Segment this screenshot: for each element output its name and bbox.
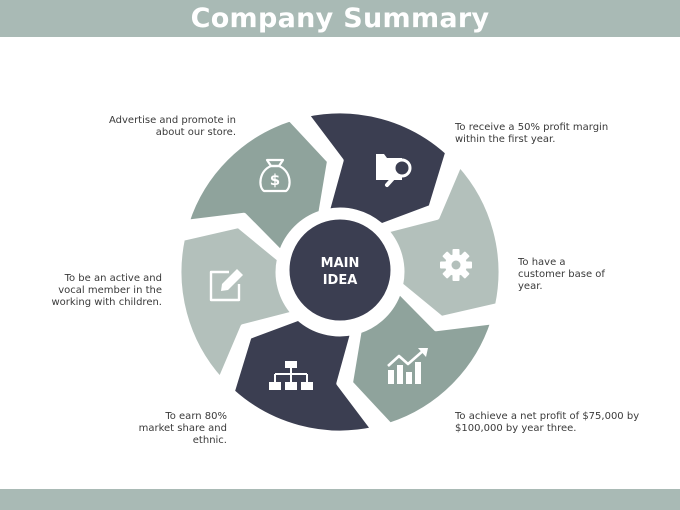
- footer-bar: [0, 489, 680, 510]
- edit-icon: [209, 269, 243, 302]
- label-net-profit: To achieve a net profit of $75,000 by $1…: [455, 411, 640, 434]
- label-profit-margin: To receive a 50% profit margin within th…: [455, 122, 609, 145]
- segment-net-profit: [348, 288, 496, 428]
- money-bag-icon: $: [259, 158, 291, 193]
- segment-market-share: [229, 315, 376, 436]
- gear-icon: [440, 249, 472, 281]
- page-title: Company Summary: [190, 3, 490, 34]
- label-vocal-member: To be an active and vocal member in the …: [51, 273, 162, 308]
- center-circle: [284, 214, 396, 326]
- folder-search-icon: [376, 154, 412, 187]
- segment-vocal-member: [176, 223, 297, 383]
- segment-advertise: [184, 116, 332, 256]
- label-market-share: To earn 80% market share and ethnic.: [138, 411, 227, 446]
- label-advertise: Advertise and promote in about our store…: [108, 115, 236, 138]
- svg-text:$: $: [270, 171, 280, 189]
- center-label: MAIN IDEA: [320, 256, 360, 288]
- segment-customer-base: [383, 161, 504, 321]
- title-bar: [0, 0, 680, 37]
- label-customer-base: To have a customer base of year.: [518, 257, 605, 292]
- org-chart-icon: [269, 361, 313, 390]
- growth-chart-icon: [387, 348, 428, 384]
